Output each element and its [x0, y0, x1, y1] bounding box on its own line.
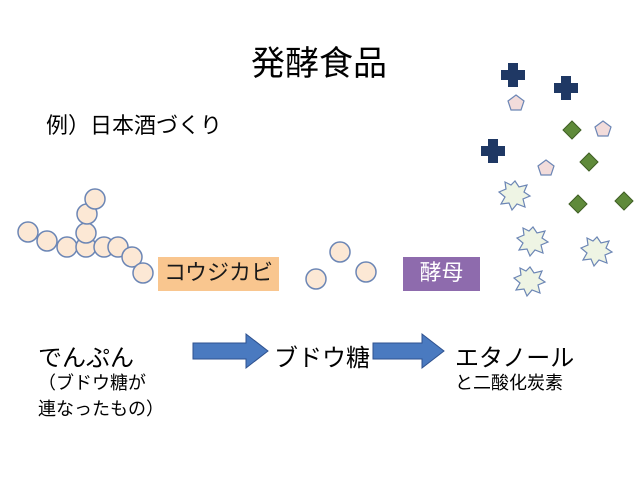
arrow-glucose-to-ethanol [372, 332, 445, 370]
starch-chain [17, 188, 154, 284]
starch-note-line1: （ブドウ糖が [38, 373, 146, 394]
diamond-shapes [562, 120, 634, 214]
star-shape [579, 236, 614, 268]
cross-shapes [481, 63, 578, 163]
koji-label: コウジカビ [158, 257, 279, 291]
pentagon-shape [507, 94, 525, 111]
cross-shape [554, 76, 578, 100]
glucose-circle [121, 246, 143, 268]
glucose-label: ブドウ糖 [274, 344, 370, 372]
arrow-starch-to-glucose [192, 332, 269, 370]
cross-shape [501, 63, 525, 87]
glucose-circle [329, 241, 351, 263]
glucose-circle [56, 236, 78, 258]
starch-label: でんぷん [38, 344, 134, 372]
glucose-circle [305, 268, 327, 290]
starch-note-line2: 連なったもの） [38, 399, 164, 420]
star-shape [512, 266, 547, 298]
ethanol-label: エタノール [455, 344, 575, 372]
glucose-circle [355, 261, 377, 283]
free-glucose [305, 241, 377, 290]
pentagon-shape [537, 159, 555, 176]
cross-shape [481, 139, 505, 163]
diamond-shape [562, 120, 582, 140]
example-caption: 例）日本酒づくり [46, 114, 223, 139]
star-shapes [497, 180, 614, 298]
glucose-circle [132, 262, 154, 284]
glucose-circle [75, 222, 97, 244]
yeast-label: 酵母 [403, 257, 480, 291]
slide-title: 発酵食品 [251, 44, 387, 84]
pentagon-shapes [507, 94, 612, 176]
glucose-circle [36, 230, 58, 252]
glucose-circle [17, 221, 39, 243]
pentagon-shape [594, 120, 612, 137]
glucose-circle [84, 188, 106, 210]
star-shape [515, 226, 550, 258]
diamond-shape [579, 152, 599, 172]
star-shape [497, 180, 532, 212]
diamond-shape [568, 194, 588, 214]
co2-label: と二酸化炭素 [455, 373, 563, 394]
diamond-shape [614, 191, 634, 211]
